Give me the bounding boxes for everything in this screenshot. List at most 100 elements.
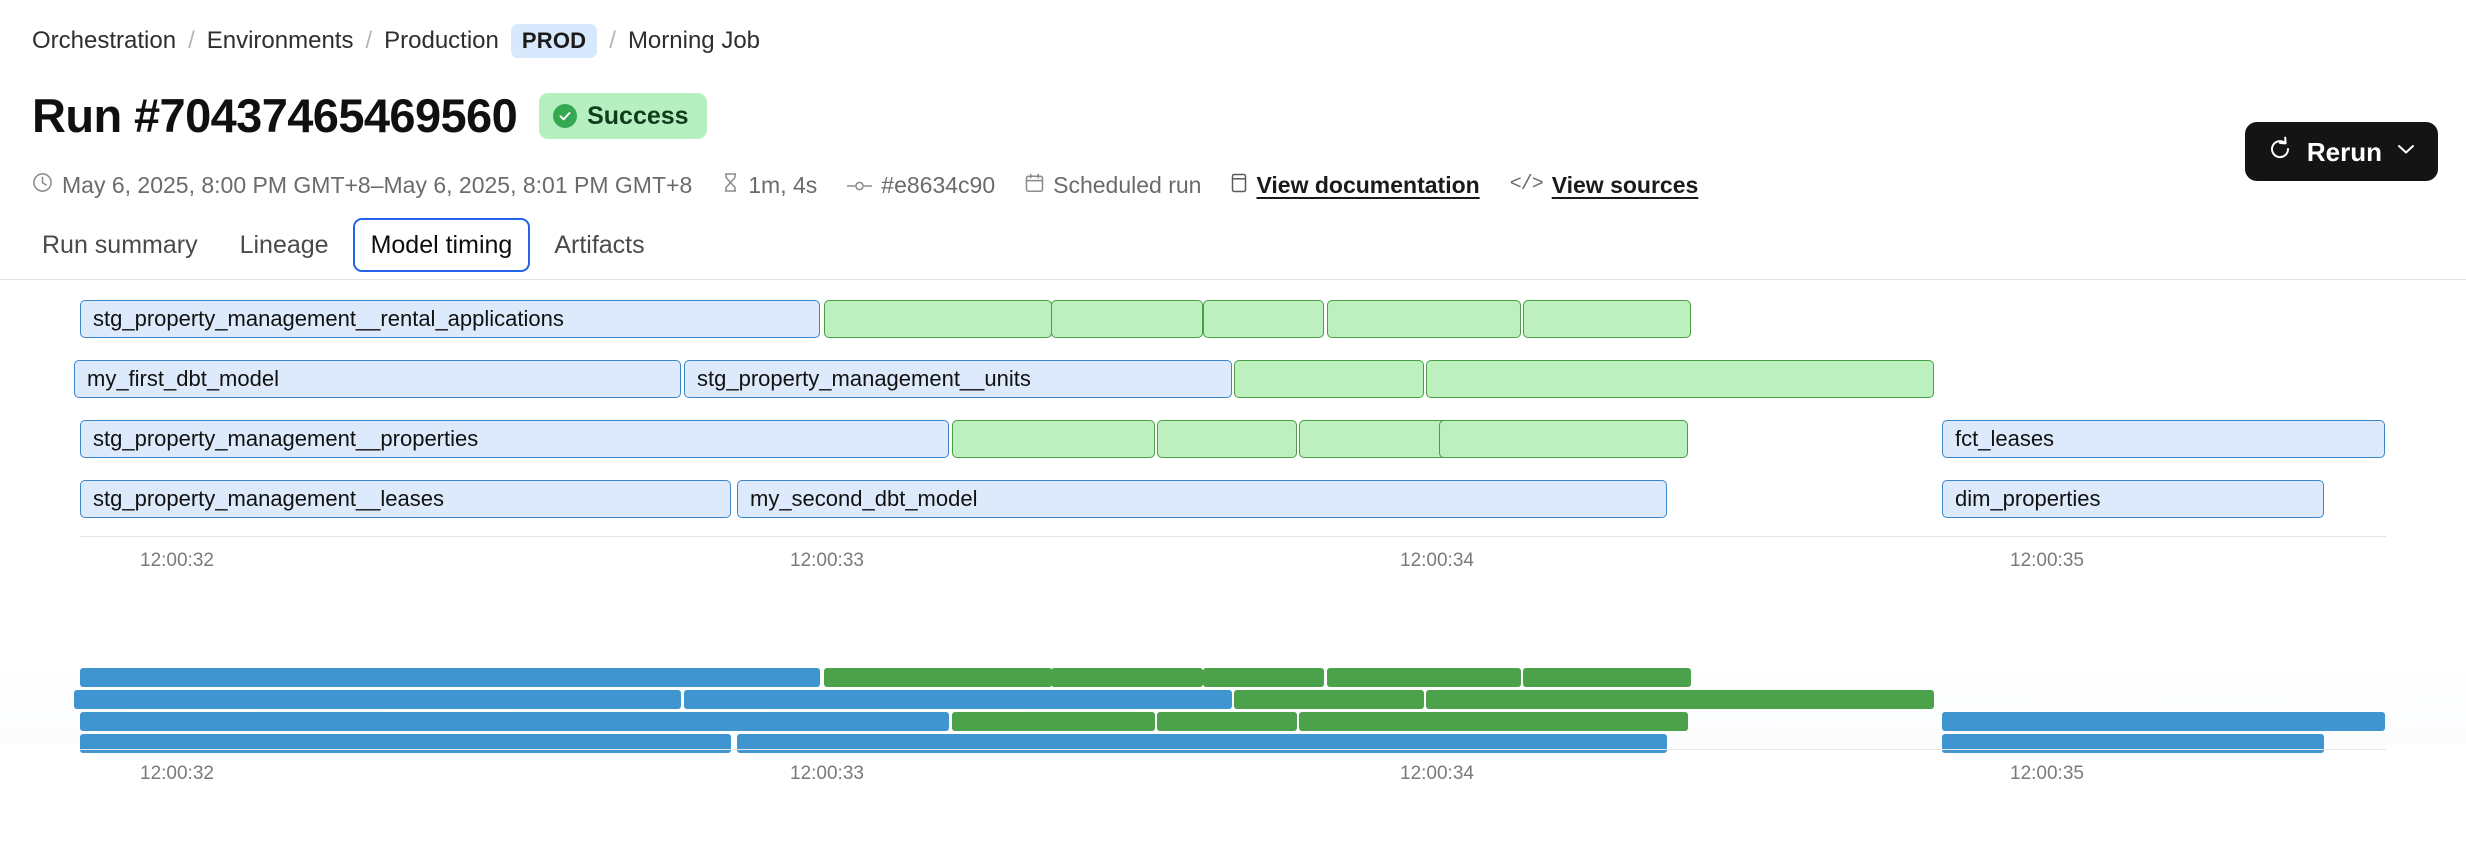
minimap-bar[interactable]	[1523, 668, 1691, 687]
tab-artifacts[interactable]: Artifacts	[554, 231, 645, 259]
minimap-bar[interactable]	[824, 668, 1052, 687]
gantt-bar-label: stg_property_management__units	[697, 367, 1031, 391]
minimap-bar[interactable]	[737, 734, 1667, 753]
minimap-bar[interactable]	[1203, 668, 1324, 687]
minimap-bar[interactable]	[1439, 712, 1688, 731]
gantt-bar-label: fct_leases	[1955, 427, 2055, 451]
hourglass-icon	[722, 172, 739, 198]
title-row: Run #70437465469560 Success	[32, 90, 707, 142]
gantt-bar-stg_property_management__units[interactable]: stg_property_management__units	[684, 360, 1232, 398]
axis-tick-label: 12:00:32	[140, 550, 214, 571]
gantt-bar-test[interactable]	[1327, 300, 1521, 338]
meta-duration-text: 1m, 4s	[748, 172, 818, 198]
minimap-bar[interactable]	[1942, 734, 2324, 753]
book-icon	[1231, 172, 1247, 198]
minimap-axis-tick-label: 12:00:35	[2010, 763, 2084, 784]
axis-tick-label: 12:00:34	[1400, 550, 1474, 571]
tab-model-timing[interactable]: Model timing	[352, 218, 531, 272]
clock-icon	[32, 172, 53, 198]
run-metadata: May 6, 2025, 8:00 PM GMT+8–May 6, 2025, …	[32, 172, 1698, 198]
meta-sources[interactable]: </> View sources	[1510, 172, 1699, 198]
gantt-bar-test[interactable]	[1051, 300, 1203, 338]
gantt-bar-stg_property_management__rental_applications[interactable]: stg_property_management__rental_applicat…	[80, 300, 820, 338]
gantt-bar-test[interactable]	[1157, 420, 1297, 458]
minimap-axis-tick-label: 12:00:32	[140, 763, 214, 784]
gantt-bar-test[interactable]	[1523, 300, 1691, 338]
rerun-label: Rerun	[2306, 136, 2382, 167]
minimap-time-axis: 12:00:32 12:00:33 12:00:34 12:00:35	[0, 749, 2466, 789]
gantt-bar-test[interactable]	[1234, 360, 1424, 398]
minimap-axis-tick-label: 12:00:34	[1400, 763, 1474, 784]
minimap-bar[interactable]	[80, 712, 949, 731]
view-documentation-link[interactable]: View documentation	[1256, 172, 1480, 198]
breadcrumb-item-environments[interactable]: Environments	[206, 27, 354, 54]
gantt-bar-test[interactable]	[1439, 420, 1688, 458]
minimap-bar[interactable]	[80, 668, 820, 687]
rerun-button[interactable]: Rerun	[2244, 122, 2438, 181]
meta-documentation[interactable]: View documentation	[1231, 172, 1480, 198]
view-sources-link[interactable]: View sources	[1551, 172, 1699, 198]
breadcrumb-item-production[interactable]: Production	[384, 27, 499, 54]
tab-run-summary[interactable]: Run summary	[42, 231, 198, 259]
meta-commit: #e8634c90	[847, 172, 995, 198]
gantt-bar-stg_property_management__leases[interactable]: stg_property_management__leases	[80, 480, 731, 518]
minimap-bar[interactable]	[80, 734, 731, 753]
status-label: Success	[587, 102, 689, 130]
git-commit-icon	[847, 172, 873, 198]
gantt-bar-fct_leases[interactable]: fct_leases	[1942, 420, 2385, 458]
breadcrumb-separator: /	[188, 27, 195, 54]
gantt-bar-test[interactable]	[952, 420, 1155, 458]
gantt-bar-label: dim_properties	[1955, 487, 2101, 511]
gantt-bar-my_first_dbt_model[interactable]: my_first_dbt_model	[74, 360, 681, 398]
axis-tick-label: 12:00:33	[790, 550, 864, 571]
minimap-bar[interactable]	[1234, 690, 1424, 709]
minimap-axis-tick-label: 12:00:33	[790, 763, 864, 784]
tab-lineage[interactable]: Lineage	[239, 231, 329, 259]
gantt-bar-test[interactable]	[824, 300, 1052, 338]
gantt-bar-label: stg_property_management__leases	[93, 487, 445, 511]
tab-bar: Run summary Lineage Model timing Artifacts	[24, 218, 663, 272]
breadcrumb: Orchestration / Environments / Productio…	[32, 24, 760, 58]
gantt-bar-my_second_dbt_model[interactable]: my_second_dbt_model	[737, 480, 1667, 518]
gantt-bar-test[interactable]	[1299, 420, 1457, 458]
axis-line	[80, 536, 2386, 537]
meta-time-range: May 6, 2025, 8:00 PM GMT+8–May 6, 2025, …	[32, 172, 692, 198]
model-timing-gantt: stg_property_management__rental_applicat…	[0, 300, 2466, 576]
minimap-bar[interactable]	[1299, 712, 1457, 731]
gantt-bar-test[interactable]	[1426, 360, 1934, 398]
minimap-rows[interactable]	[0, 660, 2466, 753]
status-badge: Success	[539, 93, 707, 139]
breadcrumb-separator: /	[365, 27, 373, 54]
gantt-bar-label: my_first_dbt_model	[87, 367, 279, 391]
minimap-bar[interactable]	[1327, 668, 1521, 687]
breadcrumb-item-morning-job[interactable]: Morning Job	[627, 27, 761, 54]
chevron-down-icon[interactable]	[2396, 142, 2416, 161]
minimap-bar[interactable]	[1051, 668, 1203, 687]
minimap-bar[interactable]	[1157, 712, 1297, 731]
minimap-bar[interactable]	[74, 690, 681, 709]
meta-trigger-text: Scheduled run	[1053, 172, 1202, 198]
minimap-bar[interactable]	[684, 690, 1232, 709]
minimap-bar[interactable]	[1942, 712, 2385, 731]
meta-commit-text: #e8634c90	[881, 172, 996, 198]
code-icon: </>	[1509, 173, 1544, 196]
gantt-bar-stg_property_management__properties[interactable]: stg_property_management__properties	[80, 420, 949, 458]
breadcrumb-item-orchestration[interactable]: Orchestration	[32, 27, 177, 54]
meta-trigger: Scheduled run	[1025, 172, 1201, 198]
gantt-bar-label: stg_property_management__rental_applicat…	[93, 307, 564, 331]
breadcrumb-separator: /	[609, 27, 616, 54]
calendar-icon	[1025, 172, 1044, 198]
check-circle-icon	[553, 104, 578, 128]
axis-line	[80, 749, 2386, 750]
refresh-icon	[2267, 136, 2293, 167]
gantt-bar-dim_properties[interactable]: dim_properties	[1942, 480, 2324, 518]
axis-tick-label: 12:00:35	[2010, 550, 2084, 571]
minimap-bar[interactable]	[1426, 690, 1934, 709]
model-timing-minimap: 12:00:32 12:00:33 12:00:34 12:00:35	[0, 660, 2466, 789]
gantt-bar-test[interactable]	[1203, 300, 1324, 338]
environment-badge-prod: PROD	[510, 24, 598, 58]
gantt-rows: stg_property_management__rental_applicat…	[0, 300, 2466, 532]
minimap-bar[interactable]	[952, 712, 1155, 731]
gantt-bar-label: stg_property_management__properties	[93, 427, 479, 451]
